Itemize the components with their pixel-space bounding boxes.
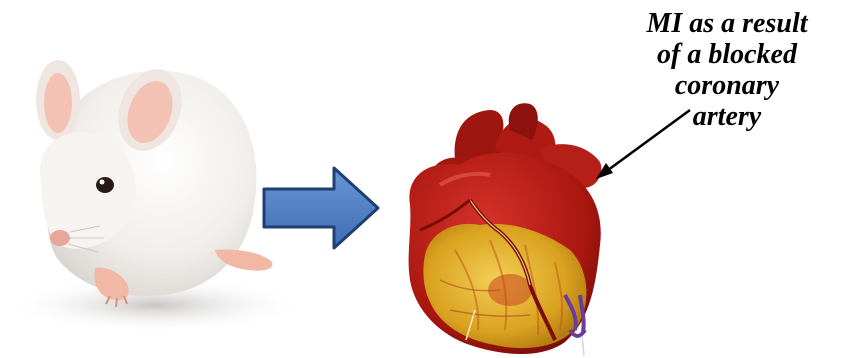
annotation-line: coronary: [612, 70, 842, 101]
heart-illustration: [409, 103, 602, 356]
block-arrow-right: [264, 168, 378, 248]
annotation-line: of a blocked: [612, 39, 842, 70]
annotation-line: artery: [612, 101, 842, 132]
mouse-nose: [50, 230, 70, 246]
mouse-eye: [96, 177, 114, 193]
mi-annotation: MI as a result of a blocked coronary art…: [612, 8, 842, 132]
annotation-line: MI as a result: [612, 8, 842, 39]
mouse-illustration: [5, 60, 305, 333]
